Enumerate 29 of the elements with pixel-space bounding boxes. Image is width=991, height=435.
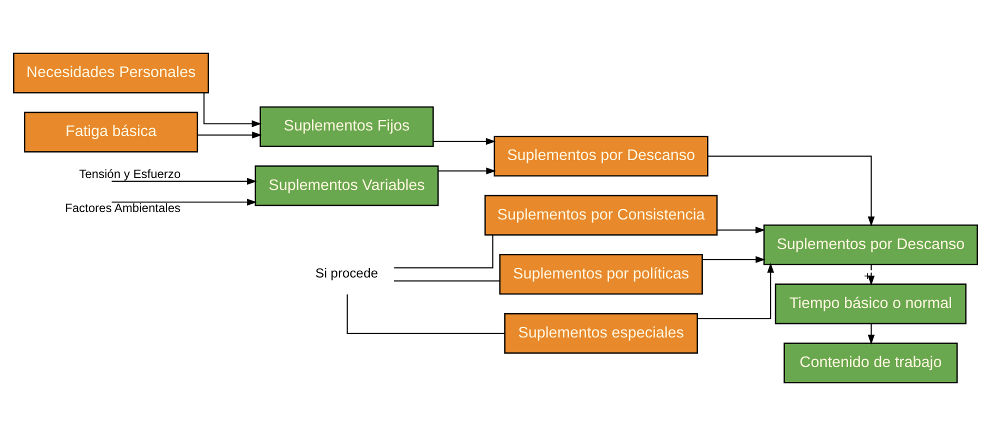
arrow xyxy=(197,131,262,138)
connector xyxy=(394,280,500,281)
node-box: Tiempo básico o normal xyxy=(774,283,967,324)
arrow xyxy=(708,155,875,226)
arrow xyxy=(702,256,766,263)
arrow xyxy=(433,137,496,144)
arrow xyxy=(438,167,496,174)
node-box: Suplementos Variables xyxy=(254,164,439,206)
node-box: Fatiga básica xyxy=(24,111,198,152)
node-box: Necesidades Personales xyxy=(13,52,210,93)
edge-label: Factores Ambientales xyxy=(64,200,181,214)
arrow xyxy=(717,226,766,233)
connector xyxy=(346,294,505,334)
node-box: Contenido de trabajo xyxy=(784,342,958,383)
arrow xyxy=(698,262,774,319)
arrow xyxy=(112,177,257,184)
node-box: Suplementos por Descanso xyxy=(763,224,978,265)
edge-label: Tensión y Esfuerzo xyxy=(79,166,181,180)
node-box: Suplementos por Consistencia xyxy=(484,194,718,236)
node-box: Suplementos Fijos xyxy=(260,106,434,147)
node-box: Suplementos por políticas xyxy=(499,253,703,294)
arrow xyxy=(112,198,257,206)
arrow xyxy=(203,92,262,127)
connector xyxy=(394,234,494,268)
node-box: Suplementos por Descanso xyxy=(494,135,708,176)
arrow xyxy=(868,323,875,344)
node-text: Si procede xyxy=(315,265,378,280)
arrow xyxy=(868,264,875,286)
node-box: Suplementos especiales xyxy=(504,312,698,354)
